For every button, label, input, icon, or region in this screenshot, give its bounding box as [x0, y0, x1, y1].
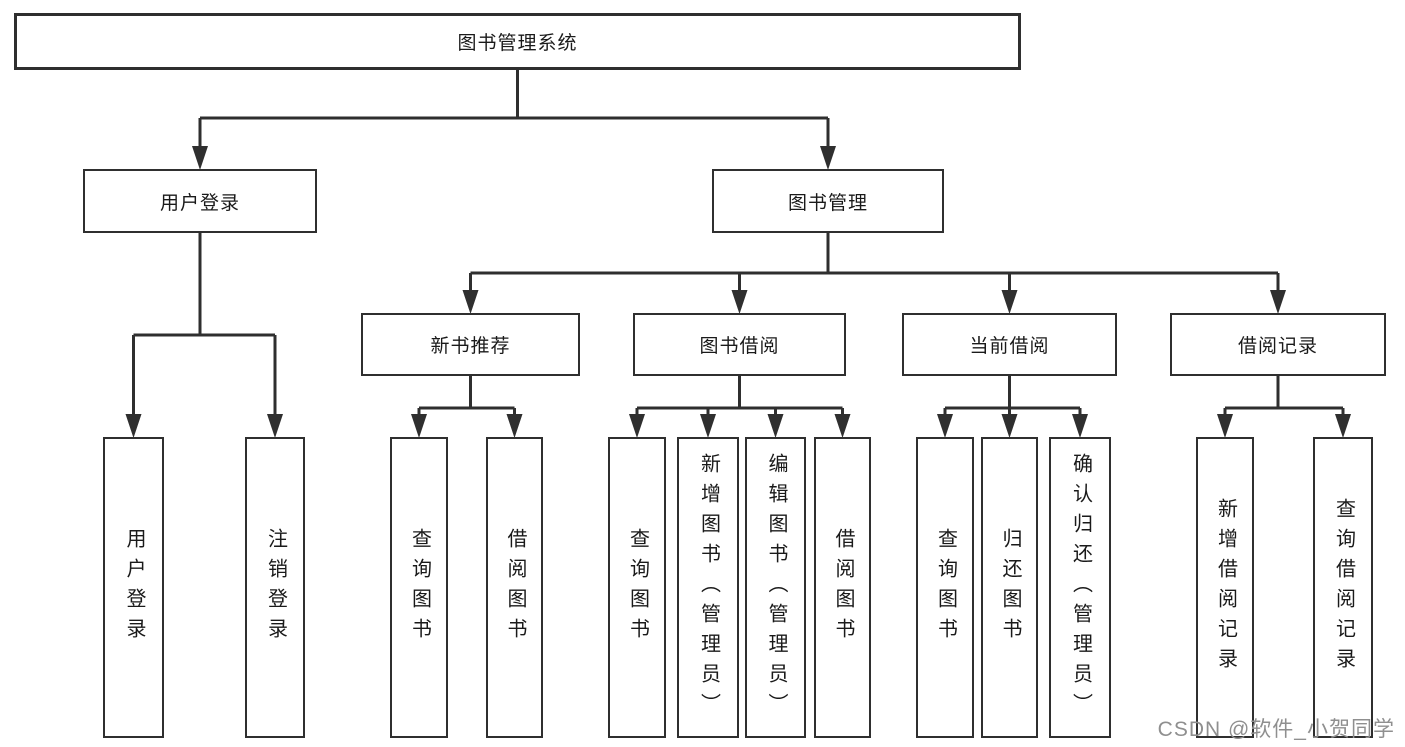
node-leaf-logout: 注销登录	[245, 437, 305, 738]
node-leaf-cb-return-books-label: 归还图书	[999, 527, 1021, 648]
arrowhead-cb-confirm-return	[1072, 414, 1088, 438]
node-user-login-label: 用户登录	[159, 192, 240, 214]
node-leaf-logout-label: 注销登录	[264, 527, 287, 648]
node-new-book-recommend: 新书推荐	[361, 313, 580, 376]
arrowhead-nbr-borrow-books	[506, 414, 523, 438]
node-leaf-bb-borrow-books-label: 借阅图书	[832, 527, 854, 648]
arrowhead-br-add-record	[1217, 414, 1233, 438]
node-new-book-recommend-label: 新书推荐	[430, 336, 511, 357]
node-leaf-nbr-query-books-label: 查询图书	[408, 527, 431, 648]
connector-borrowing-records-subtree	[1223, 376, 1345, 418]
node-current-borrowing: 当前借阅	[902, 313, 1117, 376]
arrowhead-book-management	[820, 146, 836, 170]
node-leaf-bb-edit-books-admin: 编辑图书（管理员）	[745, 437, 806, 738]
connector-new-book-recommend-subtree	[417, 376, 516, 418]
node-leaf-nbr-query-books: 查询图书	[390, 437, 448, 738]
node-borrowing-records-label: 借阅记录	[1237, 336, 1318, 357]
node-user-login: 用户登录	[83, 169, 317, 233]
arrowhead-bb-edit-books	[767, 414, 784, 438]
node-leaf-br-query-record: 查询借阅记录	[1313, 437, 1373, 738]
arrowhead-bb-query-books	[629, 414, 645, 438]
arrowhead-current-borrowing	[1001, 290, 1018, 314]
node-book-borrowing: 图书借阅	[633, 313, 846, 376]
node-library-system: 图书管理系统	[14, 13, 1021, 70]
node-leaf-bb-borrow-books: 借阅图书	[814, 437, 871, 738]
arrowhead-cb-return-books	[1001, 414, 1018, 438]
node-leaf-br-query-record-label: 查询借阅记录	[1332, 497, 1355, 678]
arrowhead-bb-add-books	[700, 414, 716, 438]
node-leaf-bb-edit-books-admin-label: 编辑图书（管理员）	[765, 452, 787, 723]
node-leaf-cb-confirm-return-admin-label: 确认归还（管理员）	[1069, 452, 1092, 723]
node-leaf-user-login-label: 用户登录	[123, 527, 145, 648]
connector-root-to-level2	[198, 70, 830, 150]
arrowhead-leaf-logout	[267, 414, 283, 438]
node-leaf-cb-confirm-return-admin: 确认归还（管理员）	[1049, 437, 1111, 738]
node-leaf-cb-query-books: 查询图书	[916, 437, 974, 738]
connector-book-management-to-level3	[469, 233, 1280, 294]
csdn-watermark: CSDN @软件_小贺同学	[1157, 718, 1395, 741]
node-leaf-bb-query-books: 查询图书	[608, 437, 666, 738]
connector-user-login-subtree	[132, 233, 277, 418]
arrowhead-br-query-record	[1335, 414, 1351, 438]
arrowhead-new-book-recommend	[462, 290, 479, 314]
node-leaf-bb-add-books-admin: 新增图书（管理员）	[677, 437, 739, 738]
node-library-system-label: 图书管理系统	[457, 33, 578, 54]
node-leaf-nbr-borrow-books-label: 借阅图书	[504, 527, 526, 648]
node-leaf-user-login: 用户登录	[103, 437, 164, 738]
node-book-management: 图书管理	[712, 169, 944, 233]
node-leaf-nbr-borrow-books: 借阅图书	[486, 437, 543, 738]
node-leaf-bb-query-books-label: 查询图书	[626, 527, 649, 648]
node-current-borrowing-label: 当前借阅	[969, 336, 1050, 357]
arrowhead-cb-query-books	[937, 414, 953, 438]
arrowhead-leaf-login	[125, 414, 142, 438]
arrowhead-bb-borrow-books	[834, 414, 851, 438]
node-leaf-br-add-record-label: 新增借阅记录	[1214, 497, 1237, 678]
arrowhead-book-borrowing	[731, 290, 748, 314]
node-leaf-br-add-record: 新增借阅记录	[1196, 437, 1254, 738]
node-leaf-cb-query-books-label: 查询图书	[934, 527, 957, 648]
arrowhead-nbr-query-books	[411, 414, 427, 438]
connector-book-borrowing-subtree	[635, 376, 844, 418]
node-book-management-label: 图书管理	[787, 192, 868, 214]
node-leaf-bb-add-books-admin-label: 新增图书（管理员）	[697, 452, 720, 723]
arrowhead-user-login	[192, 146, 208, 170]
node-leaf-cb-return-books: 归还图书	[981, 437, 1038, 738]
node-borrowing-records: 借阅记录	[1170, 313, 1386, 376]
arrowhead-borrowing-records	[1270, 290, 1286, 314]
node-book-borrowing-label: 图书借阅	[699, 336, 780, 357]
connector-current-borrowing-subtree	[943, 376, 1082, 418]
